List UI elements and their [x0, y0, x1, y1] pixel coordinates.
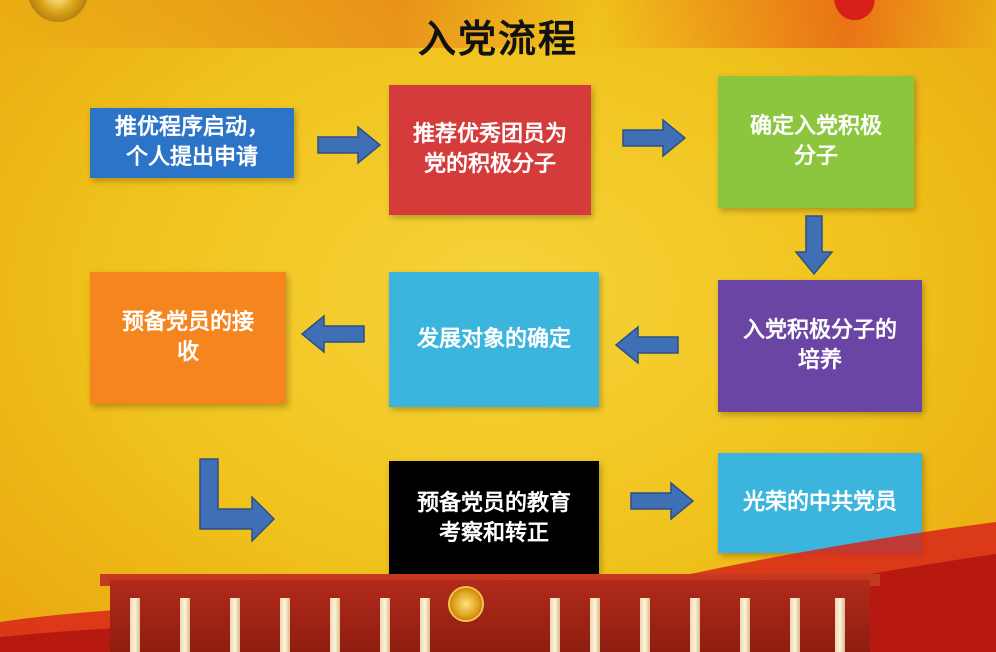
column-decoration — [420, 598, 430, 652]
column-decoration — [330, 598, 340, 652]
column-decoration — [740, 598, 750, 652]
step-party-member: 光荣的中共党员 — [718, 453, 922, 553]
step-confirm-activist-label: 确定入党积极 分子 — [749, 114, 882, 169]
arrow-bend-down-right — [196, 457, 276, 543]
arrow-left-1-shape — [614, 325, 679, 365]
column-decoration — [280, 598, 290, 652]
step-accept-probationary-label: 预备党员的接 收 — [121, 310, 254, 365]
page-title: 入党流程 — [417, 17, 578, 61]
step-cultivate: 入党积极分子的 培养 — [718, 280, 922, 412]
step-party-member-label: 光荣的中共党员 — [742, 490, 897, 516]
column-decoration — [590, 598, 600, 652]
arrow-down-1 — [794, 214, 834, 276]
arrow-left-1 — [614, 325, 680, 365]
step-accept-probationary: 预备党员的接 收 — [90, 272, 286, 404]
party-emblem-decoration — [28, 0, 88, 22]
column-decoration — [180, 598, 190, 652]
step-cultivate-label: 入党积极分子的 培养 — [742, 318, 897, 373]
arrow-down-1-shape — [794, 215, 834, 276]
step-education-confirmation-label: 预备党员的教育 考察和转正 — [416, 490, 571, 546]
arrow-right-1-shape — [317, 125, 382, 165]
step-education-confirmation: 预备党员的教育 考察和转正 — [389, 461, 599, 576]
column-decoration — [380, 598, 390, 652]
arrow-bend-down-right-shape — [199, 458, 276, 543]
step-apply-label: 推优程序启动， 个人提出申请 — [114, 115, 269, 170]
step-recommend: 推荐优秀团员为 党的积极分子 — [389, 85, 591, 215]
step-confirm-activist: 确定入党积极 分子 — [718, 76, 914, 208]
arrow-left-2-shape — [300, 314, 365, 354]
column-decoration — [550, 598, 560, 652]
column-decoration — [790, 598, 800, 652]
arrow-right-3-shape — [630, 481, 695, 521]
column-decoration — [835, 598, 845, 652]
column-decoration — [130, 598, 140, 652]
column-decoration — [230, 598, 240, 652]
step-determine-candidate: 发展对象的确定 — [389, 272, 599, 407]
column-decoration — [690, 598, 700, 652]
top-ribbon-decoration — [0, 0, 996, 48]
arrow-right-3 — [629, 481, 695, 521]
arrow-right-2-shape — [622, 118, 687, 158]
step-apply: 推优程序启动， 个人提出申请 — [90, 108, 294, 178]
step-determine-candidate-label: 发展对象的确定 — [416, 326, 571, 352]
step-recommend-label: 推荐优秀团员为 党的积极分子 — [412, 122, 567, 177]
great-hall-decoration — [110, 580, 870, 652]
arrow-right-2 — [621, 118, 687, 158]
arrow-left-2 — [300, 314, 366, 354]
column-decoration — [640, 598, 650, 652]
national-emblem-decoration — [448, 586, 484, 622]
arrow-right-1 — [316, 125, 382, 165]
